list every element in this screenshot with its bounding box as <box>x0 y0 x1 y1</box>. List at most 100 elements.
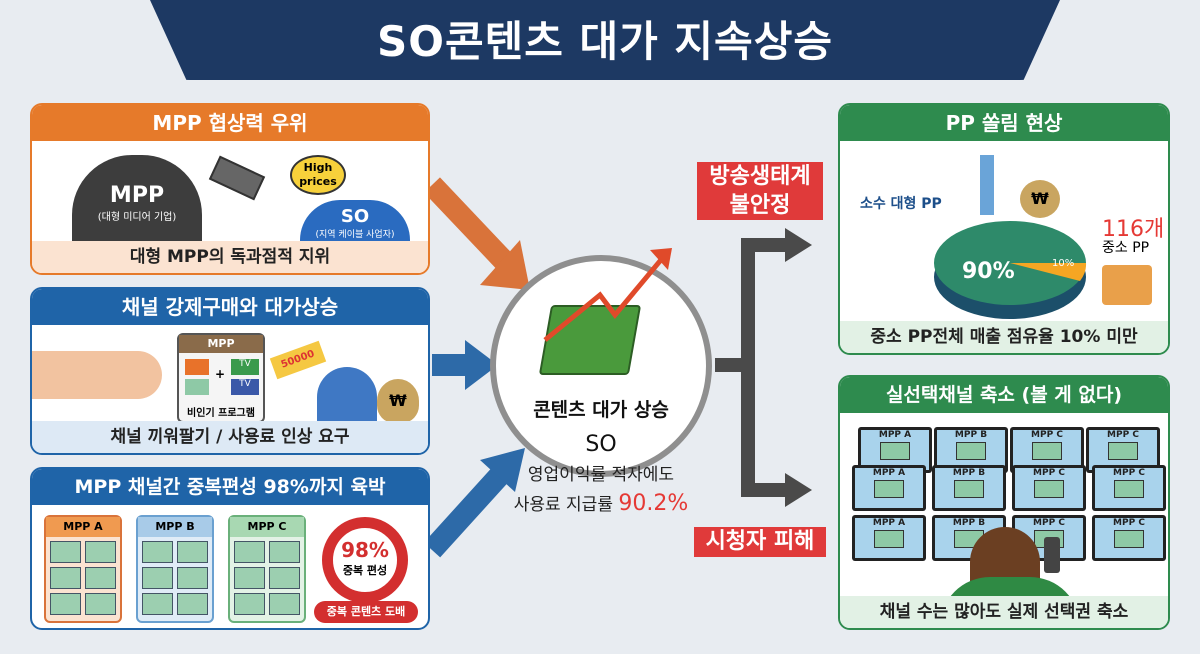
image-icon <box>874 480 904 498</box>
tag-viewer-harm: 시청자 피해 <box>694 527 826 557</box>
panel-pp-concentration: PP 쏠림 현상 소수 대형 PP 90% 10% ₩ 116개 중소 PP 중… <box>838 103 1170 355</box>
tv-label: MPP A <box>872 468 906 478</box>
center-line1: 영업이익률 적자에도 <box>527 465 675 485</box>
big-pct: 90% <box>962 259 1015 284</box>
remote-control-icon <box>1044 537 1060 573</box>
pie-slice-10 <box>1010 263 1087 281</box>
mpp-a-box: MPP A <box>44 515 122 623</box>
tv-screen: MPP C <box>1092 465 1166 511</box>
speech-bubble: High prices <box>290 155 346 195</box>
tv-screen: MPP C <box>1010 427 1084 473</box>
image-icon <box>1114 530 1144 548</box>
image-icon <box>1108 442 1138 460</box>
money-bag-icon: ₩ <box>377 379 419 423</box>
box-label: MPP B <box>138 517 212 537</box>
tv-screen-content: MPP C <box>1095 468 1163 508</box>
image-icon <box>185 379 209 395</box>
bundle-title: MPP <box>179 335 263 353</box>
so-sub: (지역 케이블 사업자) <box>315 230 395 240</box>
tv-screen: MPP C <box>1012 465 1086 511</box>
tv-label: MPP B <box>952 468 986 478</box>
mpp-sub: (대형 미디어 기업) <box>97 212 177 223</box>
big-pp-label: 소수 대형 PP <box>860 196 942 212</box>
ring-value: 98% <box>341 538 389 562</box>
tv-screen-content: MPP B <box>937 430 1005 470</box>
building-icon <box>980 155 994 215</box>
panel-header: MPP 채널간 중복편성 98%까지 육박 <box>32 469 428 505</box>
payout-rate: 90.2% <box>618 491 689 516</box>
tv-label: MPP C <box>1031 430 1063 440</box>
small-pp-count: 116개 <box>1102 217 1165 242</box>
tv-screen-content: MPP C <box>1089 430 1157 470</box>
image-icon <box>1034 480 1064 498</box>
bracket-arrows <box>715 228 812 507</box>
tv-screen-content: MPP A <box>855 518 923 558</box>
tv-label: MPP A <box>878 430 912 440</box>
so-person <box>317 367 377 425</box>
tv-label: MPP C <box>1113 518 1145 528</box>
blue-arrow-middle <box>432 340 498 390</box>
so-figure: SO (지역 케이블 사업자) <box>300 200 410 245</box>
ring-badge: 중복 콘텐츠 도배 <box>314 601 418 623</box>
plus-sign: + <box>215 367 226 381</box>
box-label: MPP C <box>230 517 304 537</box>
panel-header: MPP 협상력 우위 <box>32 105 428 141</box>
tv-label: MPP C <box>1033 468 1065 478</box>
tv-label: MPP C <box>1033 518 1065 528</box>
overlap-ring: 98% 중복 편성 <box>322 517 408 603</box>
panel-real-choice-shrink: 실선택채널 축소 (볼 게 없다) MPP A MPP B MPP C MPP C MP… <box>838 375 1170 630</box>
panel-header: PP 쏠림 현상 <box>840 105 1168 141</box>
hand-icon <box>32 351 162 399</box>
blue-arrow-bottom <box>423 448 525 558</box>
pie-chart <box>934 221 1087 319</box>
tv-screen-content: MPP C <box>1013 430 1081 470</box>
image-icon <box>956 442 986 460</box>
ring-label: 중복 편성 <box>342 564 388 577</box>
tv-badge: TV <box>231 359 259 375</box>
panel-footer: 채널 끼워팔기 / 사용료 인상 요구 <box>32 421 428 453</box>
image-icon <box>880 442 910 460</box>
tv-label: MPP B <box>952 518 986 528</box>
money-bag-icon: ₩ <box>1020 180 1060 218</box>
tv-label: MPP C <box>1107 430 1139 440</box>
tv-screen-content: MPP C <box>1095 518 1163 558</box>
tv-screen-content: MPP B <box>935 468 1003 508</box>
center-subject: SO <box>585 432 617 457</box>
tv-screen: MPP B <box>932 465 1006 511</box>
panel-header: 실선택채널 축소 (볼 게 없다) <box>840 377 1168 413</box>
panel-header: 채널 강제구매와 대가상승 <box>32 289 428 325</box>
play-icon <box>185 359 209 375</box>
image-icon <box>874 530 904 548</box>
tv-screen-content: MPP A <box>861 430 929 470</box>
tv-label: MPP B <box>954 430 988 440</box>
trend-up-arrow-icon <box>543 248 672 342</box>
mpp-c-box: MPP C <box>228 515 306 623</box>
center-title: 콘텐츠 대가 상승 <box>533 399 669 421</box>
small-pp-label: 중소 PP <box>1102 240 1150 256</box>
tv-label: MPP A <box>872 518 906 528</box>
panel-footer: 채널 수는 많아도 실제 선택권 축소 <box>840 596 1168 628</box>
payout-label: 사용료 지급률 <box>513 495 613 515</box>
mpp-figure: MPP (대형 미디어 기업) <box>72 155 202 245</box>
image-icon <box>1032 442 1062 460</box>
panel-mpp-bargaining: MPP 협상력 우위 MPP (대형 미디어 기업) High prices S… <box>30 103 430 275</box>
image-icon <box>1114 480 1144 498</box>
panel-forced-bundling: 채널 강제구매와 대가상승 MPP + TV TV 비인기 프로그램 50000… <box>30 287 430 455</box>
mpp-b-box: MPP B <box>136 515 214 623</box>
tv-screen: MPP A <box>852 465 926 511</box>
orange-arrow <box>424 177 530 290</box>
panel-footer: 대형 MPP의 독과점적 지위 <box>32 241 428 273</box>
price-tag: 50000 <box>269 340 327 380</box>
tv-screen: MPP A <box>852 515 926 561</box>
small-pct: 10% <box>1052 258 1075 269</box>
gavel-icon <box>208 155 266 201</box>
tv-label: MPP C <box>1113 468 1145 478</box>
page-title: SO콘텐츠 대가 지속상승 <box>377 17 833 66</box>
title-banner <box>150 0 1060 80</box>
shop-icon <box>1102 265 1152 305</box>
center-line2: 사용료 지급률 90.2% <box>470 490 732 516</box>
mpp-label: MPP <box>109 183 165 208</box>
tv-screen: MPP C <box>1092 515 1166 561</box>
bundle-caption: 비인기 프로그램 <box>187 408 255 419</box>
